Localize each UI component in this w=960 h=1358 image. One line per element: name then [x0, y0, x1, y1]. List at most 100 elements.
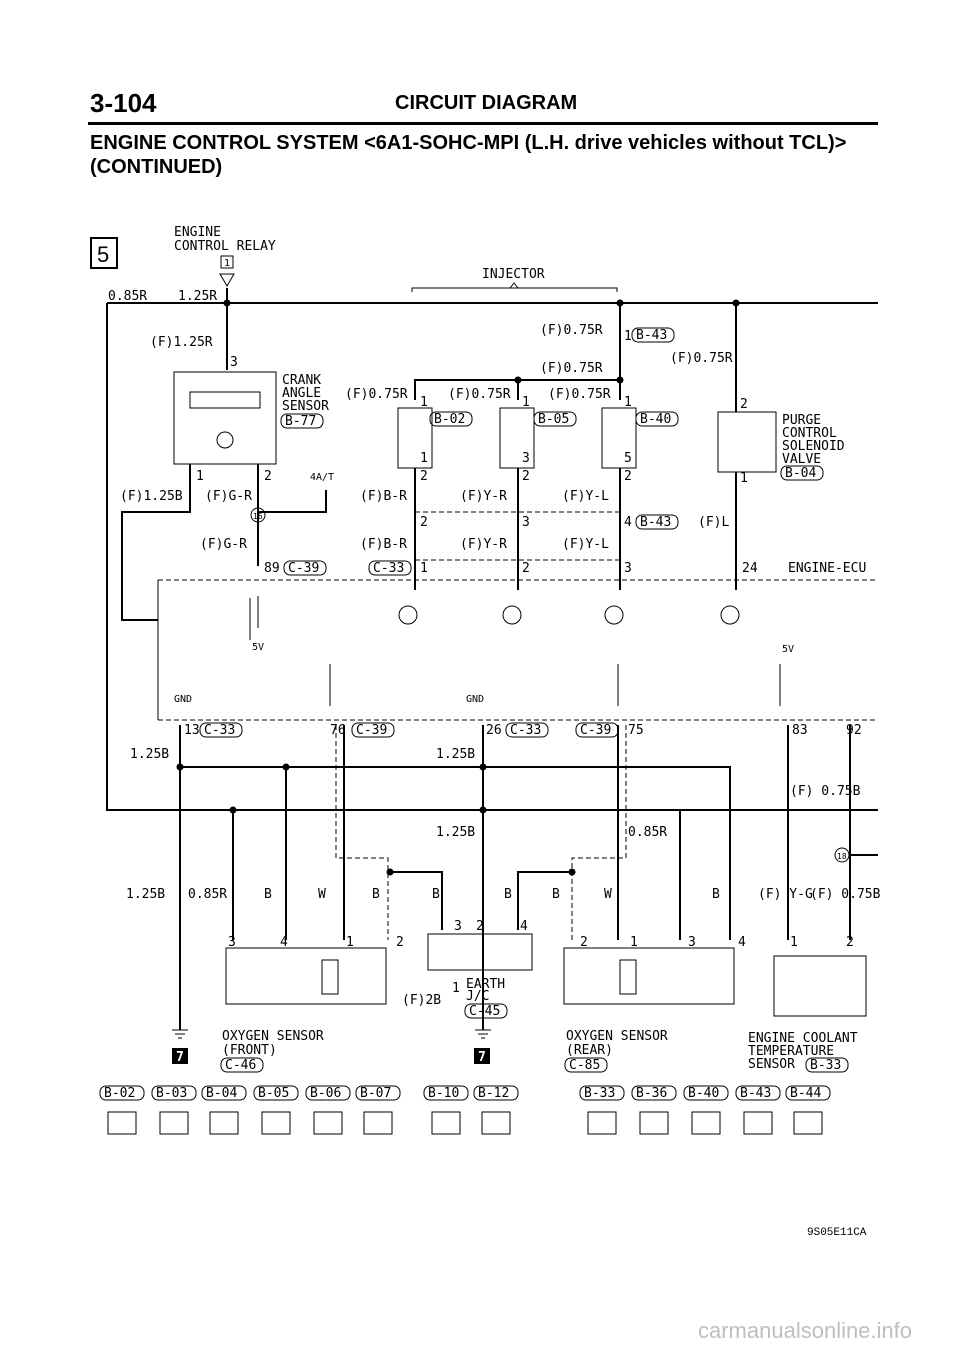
wire-075b: (F) 0.75B: [810, 887, 881, 902]
section-title: CIRCUIT DIAGRAM: [395, 92, 578, 114]
wire-b6: B: [712, 887, 720, 902]
relay-wire-left: 0.85R: [108, 289, 147, 304]
svg-text:1: 1: [522, 395, 530, 410]
crank-pin1: 1: [196, 469, 204, 484]
ecu-gnd-1: GND: [174, 694, 192, 705]
earth-label-2: J/C: [466, 989, 489, 1004]
earth-pin: 1: [452, 981, 460, 996]
legend-connector-badge: [305, 1085, 351, 1101]
ecu-boundary: [158, 579, 878, 721]
crank-sensor-transistor: [216, 431, 234, 449]
wire-125b-b: 1.25B: [436, 747, 475, 762]
earth-dot: [386, 868, 394, 876]
svg-text:C-33: C-33: [373, 561, 404, 576]
ecu-conn-c39a: C-39: [356, 723, 387, 738]
relay-terminal-box: [220, 255, 234, 269]
purge-connector-badge: [780, 465, 824, 481]
o2-rear-conn-badge: [564, 1057, 608, 1073]
section-marker-box: [90, 237, 118, 269]
marker-7: 7: [478, 1050, 486, 1065]
legend-connector-label: B-12: [478, 1086, 509, 1101]
legend-connector-badge: [423, 1085, 469, 1101]
joint-16-label: 16: [253, 512, 263, 521]
ground-dot: [479, 763, 487, 771]
crank-pin2: 2: [264, 469, 272, 484]
legend-connector-badge: [631, 1085, 677, 1101]
svg-text:B-40: B-40: [640, 412, 671, 427]
legend-connector-label: B-44: [790, 1086, 821, 1101]
legend-connector-label: B-03: [156, 1086, 187, 1101]
o2-front-signal-shield: [335, 725, 389, 940]
svg-text:3: 3: [522, 515, 530, 530]
svg-text:(F)B-R: (F)B-R: [360, 489, 407, 504]
purge-ecu-pin: 24: [742, 561, 758, 576]
ecu-label: ENGINE-ECU: [788, 561, 866, 576]
header-rule: [88, 122, 878, 125]
earth-conn-badge: [464, 1003, 508, 1019]
legend-connector-label: B-10: [428, 1086, 459, 1101]
legend-connector-badge: [785, 1085, 831, 1101]
legend-connector-badge: [473, 1085, 519, 1101]
injector-bracket: [411, 282, 618, 292]
coolant-label: ENGINE COOLANT: [748, 1031, 858, 1046]
wire-b1: B: [264, 887, 272, 902]
wire-b2: B: [372, 887, 380, 902]
ecu-conn-badge: [351, 722, 395, 738]
crank-branch: [258, 490, 327, 513]
sensor-ground-bus: [180, 766, 731, 940]
crank-connector: B-77: [285, 414, 316, 429]
injector-2: (F)0.75R 1 B-05 3 2 (F)Y-R 3 (F)Y-R 2: [448, 387, 577, 576]
legend-connector-shape: [209, 1111, 239, 1135]
o2r-pin1: 1: [630, 935, 638, 950]
inj-top-pin: 1: [624, 329, 632, 344]
svg-text:B-02: B-02: [434, 412, 465, 427]
o2-front-conn-badge: [220, 1057, 264, 1073]
svg-text:3: 3: [522, 451, 530, 466]
o2f-pin3: 3: [228, 935, 236, 950]
purge-wire-label: (F)L: [698, 515, 729, 530]
legend-connector-shape: [793, 1111, 823, 1135]
coolant-conn-badge: [805, 1057, 849, 1073]
crank-tag: 4A/T: [310, 472, 334, 483]
legend-connector-shape: [743, 1111, 773, 1135]
crank-ecu-conn: C-39: [288, 561, 319, 576]
marker-7-box: [474, 1048, 490, 1064]
svg-text:(F)Y-R: (F)Y-R: [460, 489, 507, 504]
svg-text:2: 2: [522, 561, 530, 576]
purge-label-3: SOLENOID: [782, 439, 845, 454]
coolant-label-2: TEMPERATURE: [748, 1044, 834, 1059]
relay-label: ENGINE: [174, 225, 221, 240]
marker-7: 7: [176, 1050, 184, 1065]
svg-text:1: 1: [420, 451, 428, 466]
legend-connector-badge: [579, 1085, 625, 1101]
ground-dot: [479, 806, 487, 814]
ecu-conn-c33a: C-33: [204, 723, 235, 738]
o2r-pin2: 2: [580, 935, 588, 950]
injector-label: INJECTOR: [482, 267, 545, 282]
coolant-p2: 2: [846, 935, 854, 950]
purge-label-4: VALVE: [782, 452, 821, 467]
legend-connector-label: B-05: [258, 1086, 289, 1101]
ecu-conn-c33b: C-33: [510, 723, 541, 738]
coolant-box: [773, 955, 867, 1017]
injector-shield-lines: [415, 511, 620, 561]
legend-connector-badge: [151, 1085, 197, 1101]
diagram-code: 9S05E11CA: [807, 1227, 867, 1239]
svg-text:(F)Y-L: (F)Y-L: [562, 489, 609, 504]
o2f-pin4: 4: [280, 935, 288, 950]
purge-pin-top: 2: [740, 397, 748, 412]
legend-connector-shape: [363, 1111, 393, 1135]
diagram-title-continued: (CONTINUED): [90, 156, 223, 178]
legend-connector-badge: [735, 1085, 781, 1101]
earth-wire: (F)2B: [402, 993, 441, 1008]
o2-front-connector: C-46: [225, 1058, 256, 1073]
legend-connector-label: B-40: [688, 1086, 719, 1101]
o2-front-label: OXYGEN SENSOR: [222, 1029, 324, 1044]
injector-3: (F)0.75R 1 B-40 5 2 (F)Y-L 4 B-43 (F)Y-L…: [548, 387, 679, 576]
o2-rear-heater-wire: [483, 809, 681, 940]
svg-text:5: 5: [624, 451, 632, 466]
inj-top-wire2: (F)0.75R: [540, 361, 603, 376]
svg-text:(F)0.75R: (F)0.75R: [548, 387, 611, 402]
ecu-conn-badge: [505, 722, 549, 738]
